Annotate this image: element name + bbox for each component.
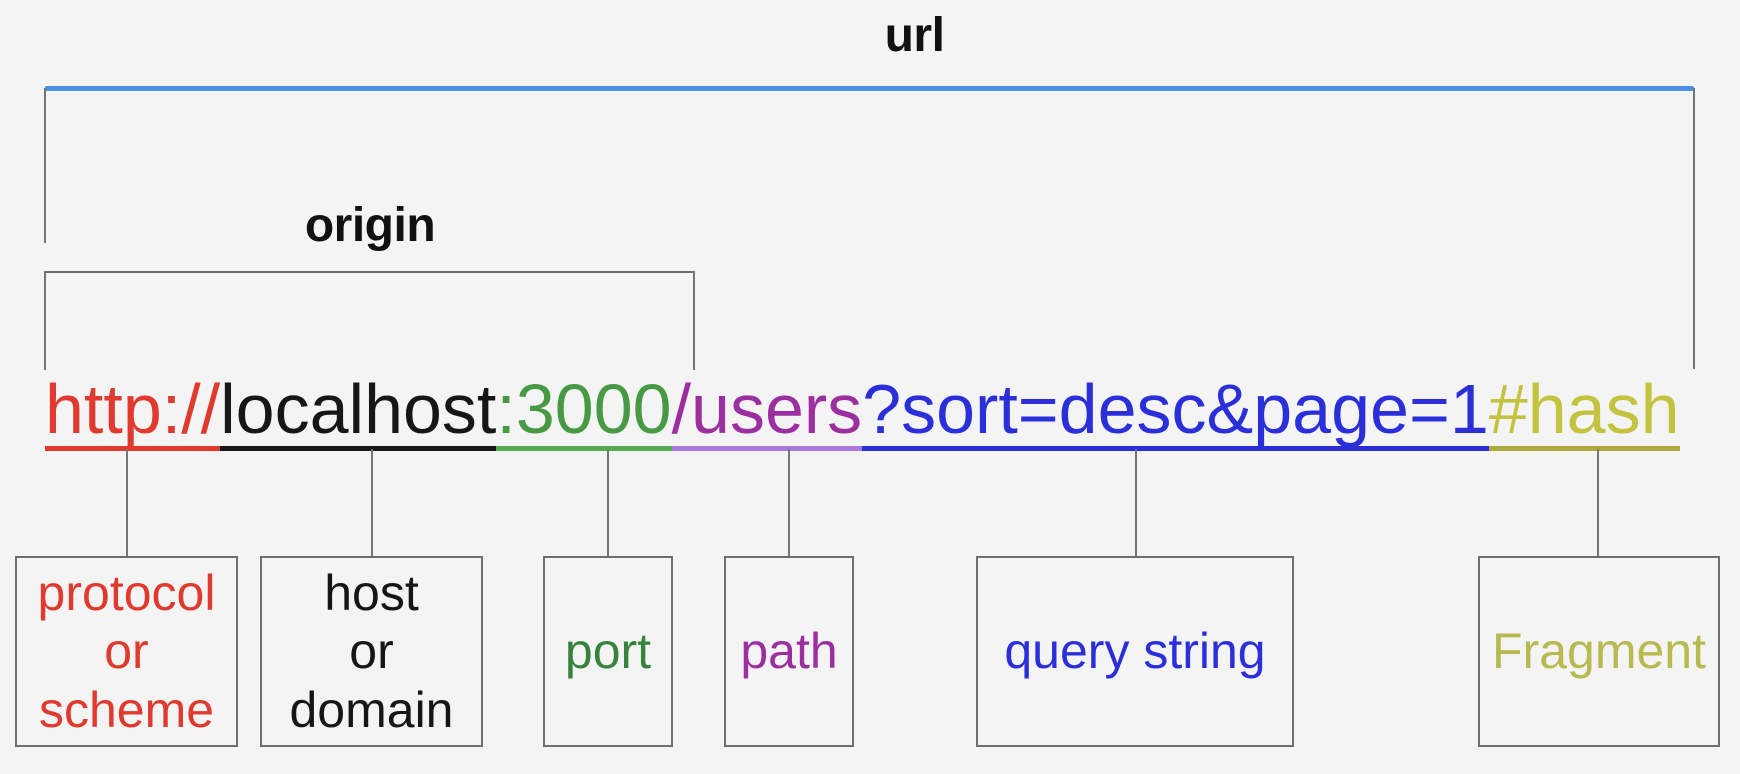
box-host: host or domain	[260, 556, 483, 747]
connector-host	[371, 449, 373, 557]
url-part-query: ?sort=desc&page=1	[862, 374, 1489, 451]
url-part-port: :3000	[496, 374, 672, 451]
url-part-host: localhost	[220, 374, 497, 451]
box-query-label: query string	[1004, 623, 1266, 680]
box-protocol-label: protocol or scheme	[37, 564, 216, 738]
url-title: url	[884, 9, 945, 62]
connector-query	[1135, 449, 1137, 557]
box-port: port	[543, 556, 673, 747]
box-host-label: host or domain	[289, 564, 454, 738]
box-port-label: port	[564, 623, 652, 680]
url-part-fragment: #hash	[1488, 374, 1680, 451]
connector-protocol	[126, 449, 128, 557]
box-fragment-label: Fragment	[1492, 623, 1706, 680]
origin-bracket-line	[44, 271, 695, 273]
origin-bracket-right-leg	[693, 271, 695, 370]
url-text: http:// localhost :3000 /users ?sort=des…	[45, 374, 1680, 451]
connector-path	[788, 449, 790, 557]
url-part-protocol: http://	[45, 374, 221, 451]
connector-fragment	[1597, 449, 1599, 557]
origin-title: origin	[304, 199, 436, 252]
url-bracket-right-leg	[1693, 88, 1695, 369]
connector-port	[607, 449, 609, 557]
url-part-path: /users	[671, 374, 863, 451]
url-bracket-line	[45, 86, 1694, 91]
box-path-label: path	[740, 623, 838, 680]
box-protocol: protocol or scheme	[15, 556, 238, 747]
origin-bracket-left-leg	[44, 271, 46, 370]
box-path: path	[724, 556, 854, 747]
box-fragment: Fragment	[1478, 556, 1720, 747]
box-query: query string	[976, 556, 1294, 747]
url-bracket-left-leg	[44, 88, 46, 243]
